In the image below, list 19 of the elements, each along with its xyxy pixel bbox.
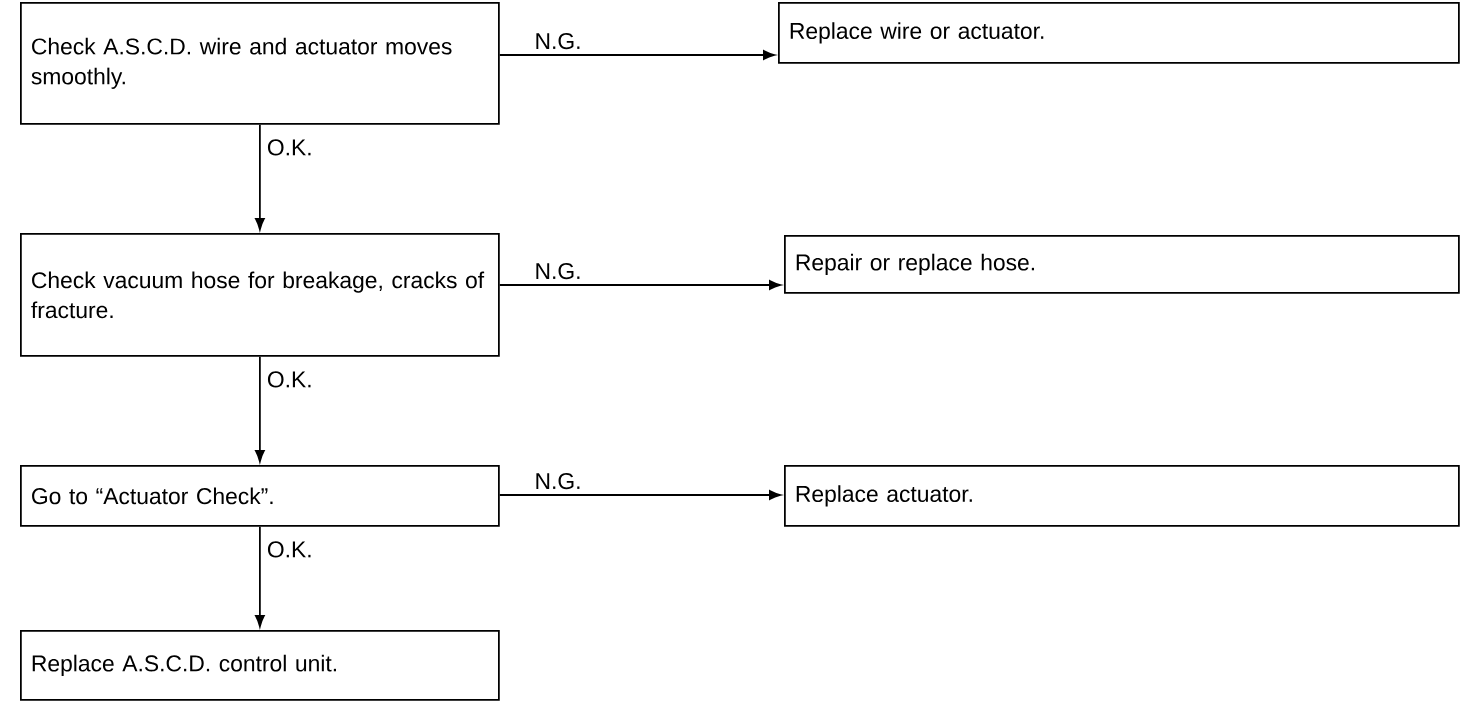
arrow: [255, 123, 265, 231]
process-box: Replace actuator.: [784, 465, 1460, 527]
process-box: Repair or replace hose.: [784, 235, 1460, 294]
arrow: [498, 50, 776, 60]
edge-label: O.K.: [267, 371, 311, 388]
process-box: Replace wire or actuator.: [778, 2, 1460, 64]
arrow: [255, 355, 265, 463]
arrow: [498, 280, 782, 290]
edge-label: N.G.: [536, 262, 580, 280]
edge-label: N.G.: [536, 32, 580, 50]
edge-label: O.K.: [267, 541, 311, 558]
edge-label: O.K.: [267, 139, 311, 156]
arrow: [498, 490, 782, 500]
process-box: Replace A.S.C.D. control unit.: [20, 630, 500, 701]
arrow: [255, 525, 265, 628]
process-box: Check vacuum hose for breakage, cracks of fracture.: [20, 233, 500, 357]
edge-label: N.G.: [536, 472, 580, 490]
process-box: Go to “Actuator Check”.: [20, 465, 500, 527]
process-box: Check A.S.C.D. wire and actuator moves smoothly.: [20, 2, 500, 125]
